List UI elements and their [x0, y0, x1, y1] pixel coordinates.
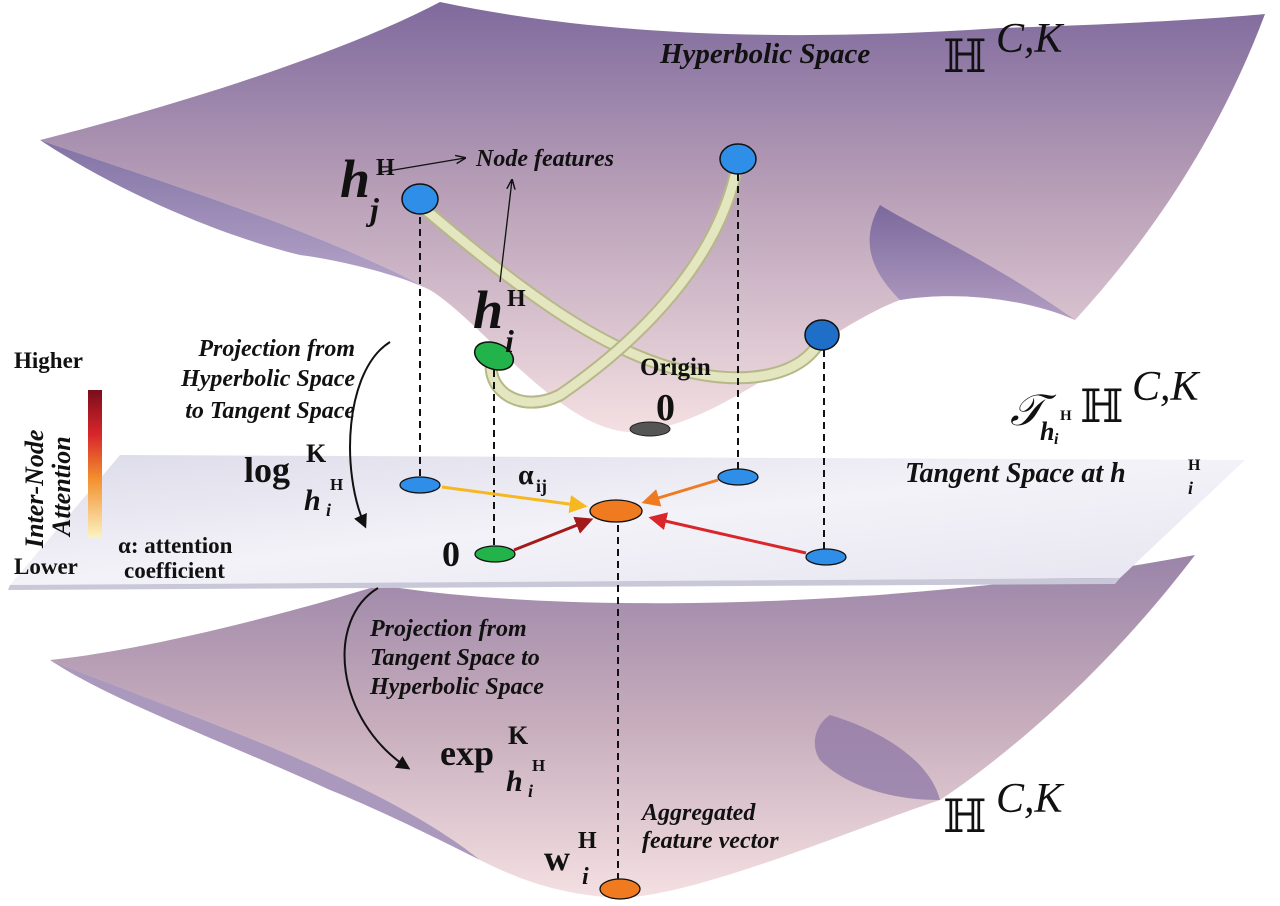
- tangent-node-hi: [474, 545, 516, 563]
- hj-base: h: [340, 149, 370, 209]
- legend-title-2: Attention: [47, 436, 76, 538]
- w-base: w: [544, 838, 570, 878]
- log-sup: K: [306, 439, 327, 468]
- alpha-note-2: coefficient: [124, 558, 225, 583]
- bottom-hyperbolic-surface: [50, 555, 1195, 898]
- edge-tubes: [413, 155, 829, 409]
- labels: Hyperbolic Space ℍ C,K Node features h j…: [180, 16, 1201, 890]
- log-sub-h: h: [304, 484, 321, 517]
- hi-sub: i: [505, 323, 514, 359]
- hyperbolic-symbol-mid: ℍ: [1080, 381, 1123, 432]
- proj-tan-to-hyp-1: Projection from: [369, 616, 527, 642]
- hyperbolic-symbol-bottom: ℍ: [943, 791, 986, 842]
- exp-sub-i: i: [528, 781, 533, 801]
- hyperbolic-sup-bottom: C,K: [996, 776, 1065, 822]
- origin-point: [629, 421, 671, 437]
- log-base: log: [244, 450, 290, 490]
- legend-title-1: Inter-Node: [20, 430, 49, 549]
- hyperbolic-nodes: [401, 143, 840, 437]
- origin-zero: 0: [656, 387, 675, 429]
- tangent-node-hj: [399, 476, 441, 494]
- exp-sup: K: [508, 721, 529, 750]
- w-sub: i: [582, 864, 589, 890]
- log-projection-arrow: [349, 341, 391, 529]
- node-hj: [401, 183, 439, 215]
- legend-gradient-bar: [88, 390, 102, 538]
- tangent-sub-H: H: [1060, 408, 1072, 424]
- log-sub-H: H: [330, 475, 343, 494]
- proj-tan-to-hyp-3: Hyperbolic Space: [369, 674, 544, 700]
- tangent-node-right: [805, 548, 847, 566]
- proj-hyp-to-tan-3: to Tangent Space: [185, 398, 355, 424]
- tangent-node-top-right: [717, 468, 759, 486]
- top-hyperbolic-surface: [40, 2, 1265, 432]
- origin-label: Origin: [640, 354, 711, 381]
- node-top-right: [719, 143, 757, 175]
- legend-lower: Lower: [14, 554, 78, 579]
- exp-sub-h: h: [506, 765, 523, 798]
- aggregated-node: [599, 878, 641, 900]
- node-feature-pointers: [381, 158, 512, 283]
- attention-arrows: [441, 478, 807, 555]
- tangent-space-label: Tangent Space at h: [905, 458, 1126, 489]
- node-features-label: Node features: [475, 146, 614, 172]
- tangent-space-sup: H: [1188, 457, 1201, 474]
- exp-base: exp: [440, 733, 494, 773]
- hyperbolic-symbol-top: ℍ: [943, 31, 986, 82]
- tangent-zero: 0: [442, 534, 460, 574]
- projection-lines: [419, 162, 825, 886]
- aggregated-label-2: feature vector: [642, 828, 779, 854]
- exp-sub-H: H: [532, 756, 545, 775]
- node-right: [804, 319, 840, 351]
- proj-hyp-to-tan-2: Hyperbolic Space: [180, 366, 355, 392]
- hi-sup: H: [507, 286, 526, 312]
- tangent-space-sub: i: [1188, 478, 1193, 498]
- log-sub-i: i: [326, 500, 331, 520]
- hyperbolic-sup-mid: C,K: [1132, 364, 1201, 410]
- tangent-sub-i: i: [1054, 431, 1059, 448]
- alpha-ij: α: [518, 460, 534, 491]
- w-sup: H: [578, 828, 597, 854]
- exp-projection-arrow: [343, 587, 411, 770]
- node-hi: [473, 341, 515, 371]
- aggregated-label-1: Aggregated: [640, 800, 756, 826]
- hyperbolic-sup-top: C,K: [996, 16, 1065, 62]
- hj-sup: H: [376, 155, 395, 181]
- legend-higher: Higher: [14, 348, 83, 373]
- tangent-sub-h: h: [1040, 417, 1054, 446]
- hi-base: h: [473, 280, 503, 340]
- alpha-ij-sub: ij: [536, 476, 547, 496]
- proj-hyp-to-tan-1: Projection from: [197, 336, 355, 362]
- attention-legend: Higher Lower Inter-Node Attention α: att…: [14, 348, 233, 583]
- alpha-note-1: α: attention: [118, 533, 233, 558]
- tangent-aggregate-node: [589, 499, 643, 523]
- proj-tan-to-hyp-2: Tangent Space to: [370, 645, 540, 671]
- tangent-nodes: [399, 468, 847, 566]
- hyperbolic-space-title: Hyperbolic Space: [659, 38, 870, 70]
